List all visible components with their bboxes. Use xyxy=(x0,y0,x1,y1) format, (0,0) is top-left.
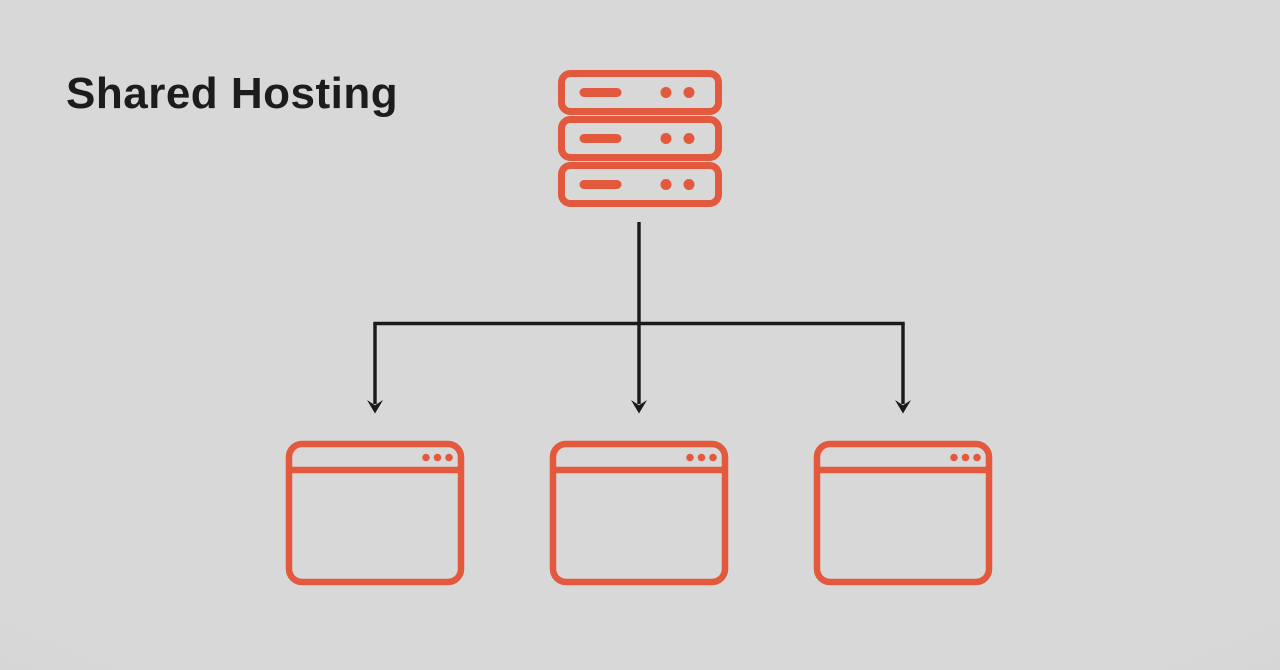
server-unit xyxy=(558,70,722,115)
arrow-down-icon xyxy=(367,400,383,414)
led-dot xyxy=(683,179,695,190)
page-title: Shared Hosting xyxy=(66,69,399,118)
led-dot xyxy=(660,133,672,144)
browser-window-icon-2 xyxy=(551,444,727,582)
server-unit xyxy=(558,162,722,207)
arrowheads xyxy=(367,400,911,414)
arrow-down-icon xyxy=(895,400,911,414)
browser-window-icon-1 xyxy=(287,444,463,582)
led-dot xyxy=(660,87,672,98)
led-dot xyxy=(660,179,672,190)
connector-arrows xyxy=(373,222,905,404)
led-dot xyxy=(683,87,695,98)
browser-window-icon-3 xyxy=(815,444,991,582)
server-rack-icon xyxy=(558,70,722,207)
arrow-down-icon xyxy=(631,400,647,414)
server-unit xyxy=(558,116,722,161)
led-dot xyxy=(683,133,695,144)
